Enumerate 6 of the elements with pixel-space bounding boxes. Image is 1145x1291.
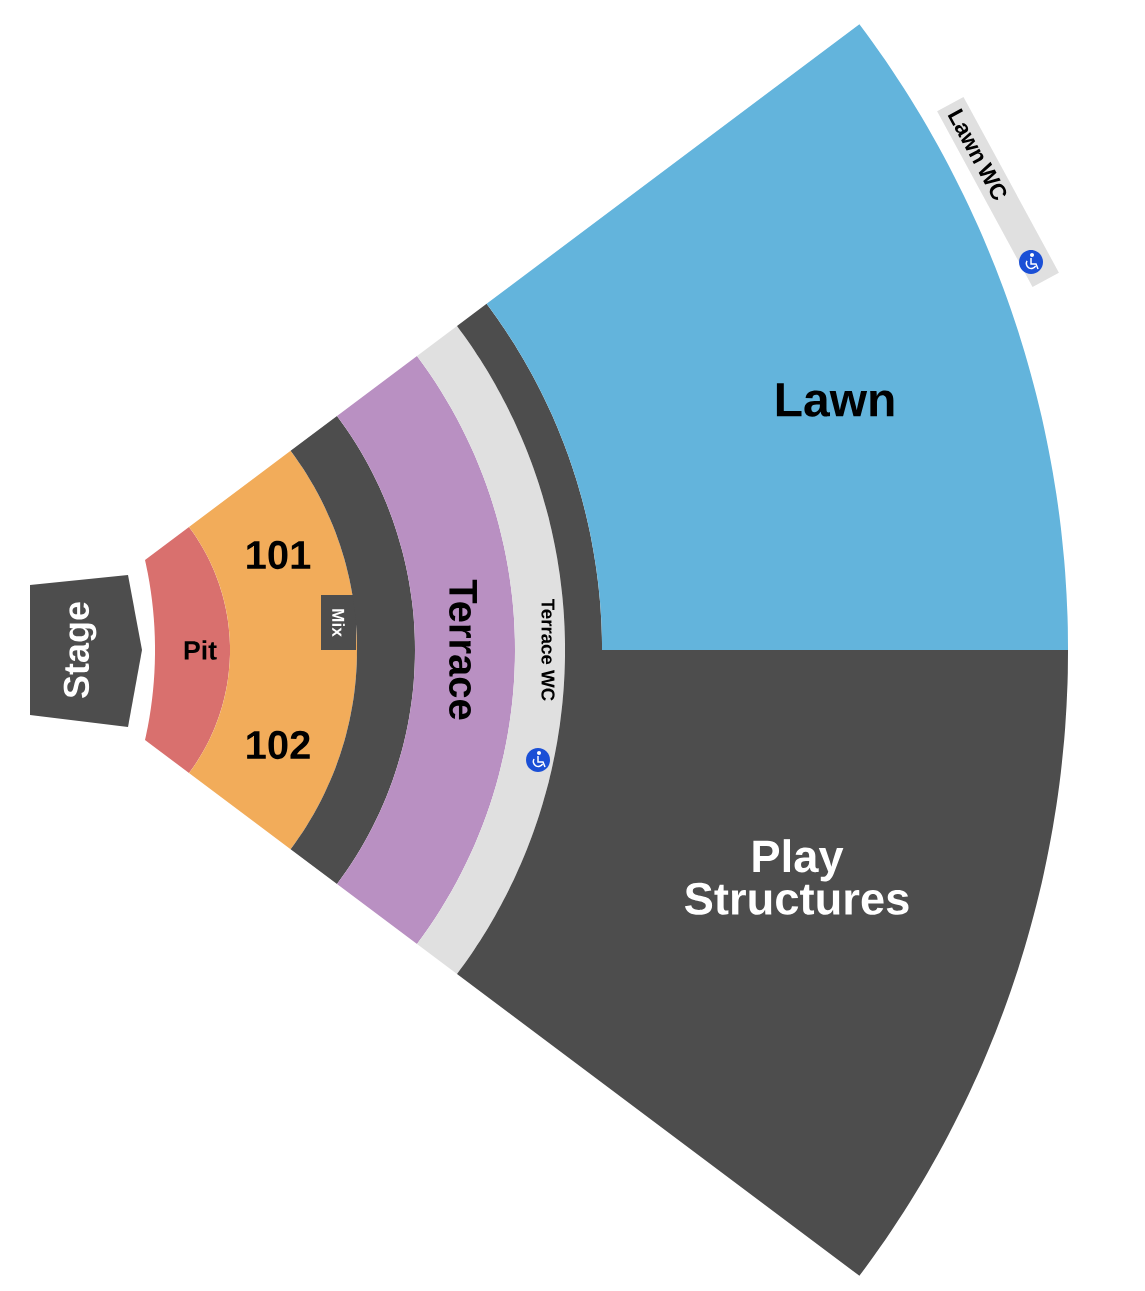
node-label: 102 [247, 730, 310, 760]
stage: Stage [30, 575, 142, 727]
restroom-tag: Lawn WC [937, 96, 1059, 287]
node-label: 101 [247, 540, 311, 570]
mix-booth: Mix [321, 595, 356, 650]
seating-section: Pit [145, 527, 230, 773]
